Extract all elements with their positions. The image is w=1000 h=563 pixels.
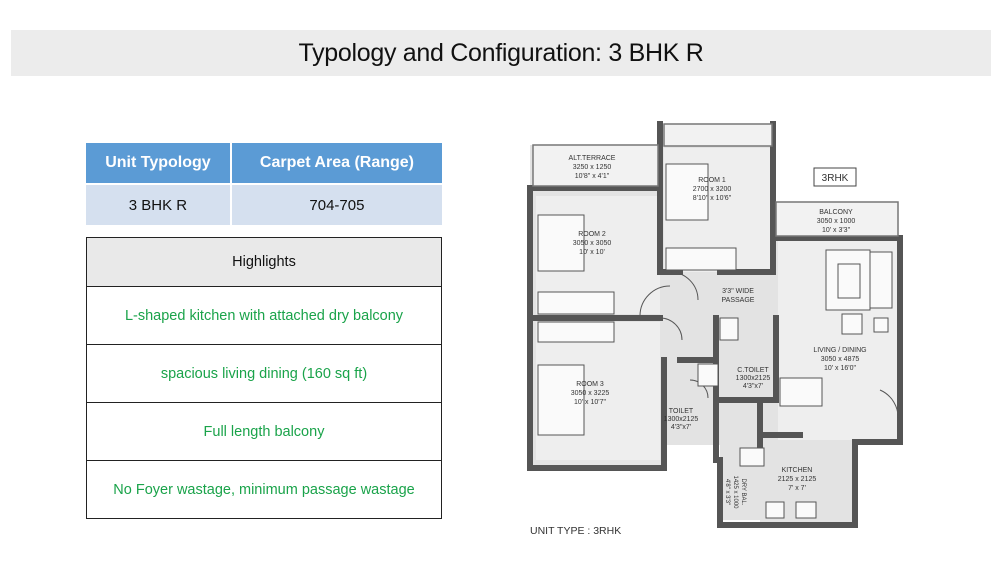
passage-label: 3'3" WIDE — [722, 288, 754, 295]
ctoilet-size: 1300x2125 — [736, 375, 771, 382]
plan-tag: 3RHK — [813, 167, 857, 187]
passage-label: PASSAGE — [722, 297, 755, 304]
highlight-row: L-shaped kitchen with attached dry balco… — [86, 286, 442, 345]
toilet-size-imperial: 4'3"x7' — [671, 424, 691, 431]
kitchen-label: KITCHEN — [782, 467, 813, 474]
highlight-row: No Foyer wastage, minimum passage wastag… — [86, 460, 442, 519]
typology-header-row: Unit Typology Carpet Area (Range) — [86, 143, 442, 184]
floor-plan: ALT.TERRACE 3250 x 1250 10'8" x 4'1" ROO… — [527, 121, 903, 537]
kitchen-size-imperial: 7' x 7' — [788, 485, 806, 492]
typology-table: Unit Typology Carpet Area (Range) 3 BHK … — [86, 143, 442, 225]
room2-size-imperial: 10' x 10' — [579, 249, 605, 256]
living-label: LIVING / DINING — [813, 347, 866, 354]
highlight-item: L-shaped kitchen with attached dry balco… — [86, 286, 442, 345]
room1-size: 2700 x 3200 — [693, 186, 732, 193]
drybal-size-imperial: 4'8" x 3'3" — [724, 479, 730, 505]
highlight-row: Full length balcony — [86, 402, 442, 461]
room3-size-imperial: 10' x 10'7" — [574, 399, 607, 406]
balcony-label: BALCONY — [819, 209, 853, 216]
typology-data-row: 3 BHK R 704-705 — [86, 183, 442, 225]
unit-type-label: UNIT TYPE : 3RHK — [530, 525, 621, 537]
highlights-table: Highlights L-shaped kitchen with attache… — [86, 237, 442, 519]
cell-unit-typology: 3 BHK R — [86, 183, 232, 225]
highlight-item: No Foyer wastage, minimum passage wastag… — [86, 460, 442, 519]
balcony-size: 3050 x 1000 — [817, 218, 856, 225]
alt-terrace-size: 3250 x 1250 — [573, 164, 612, 171]
header-unit-typology: Unit Typology — [86, 143, 232, 184]
balcony-size-imperial: 10' x 3'3" — [822, 227, 851, 234]
furniture — [537, 163, 893, 519]
room1-label: ROOM 1 — [698, 177, 726, 184]
open-areas — [532, 123, 899, 237]
toilet-size: 1300x2125 — [664, 416, 699, 423]
highlights-header-row: Highlights — [86, 237, 442, 287]
alt-terrace-size-imperial: 10'8" x 4'1" — [575, 173, 610, 180]
highlights-header: Highlights — [86, 237, 442, 287]
room2-label: ROOM 2 — [578, 231, 606, 238]
room3-size: 3050 x 3225 — [571, 390, 610, 397]
title-bar: Typology and Configuration: 3 BHK R — [11, 30, 991, 76]
living-size-imperial: 10' x 16'0" — [824, 365, 857, 372]
ctoilet-label: C.TOILET — [737, 367, 769, 374]
toilet-label: TOILET — [669, 408, 694, 415]
highlight-item: spacious living dining (160 sq ft) — [86, 344, 442, 403]
plan-tag-label: 3RHK — [822, 173, 849, 184]
drybal-label: DRY BAL. — [740, 478, 746, 505]
living-size: 3050 x 4875 — [821, 356, 860, 363]
highlight-item: Full length balcony — [86, 402, 442, 461]
drybal-size: 1425 x 1000 — [732, 475, 738, 509]
room3-label: ROOM 3 — [576, 381, 604, 388]
room2-size: 3050 x 3050 — [573, 240, 612, 247]
alt-terrace-label: ALT.TERRACE — [569, 155, 616, 162]
highlight-row: spacious living dining (160 sq ft) — [86, 344, 442, 403]
room1-size-imperial: 8'10" x 10'6" — [693, 195, 732, 202]
cell-carpet-area: 704-705 — [230, 183, 442, 225]
header-carpet-area: Carpet Area (Range) — [230, 143, 442, 184]
room-labels: ALT.TERRACE 3250 x 1250 10'8" x 4'1" ROO… — [569, 155, 867, 492]
kitchen-size: 2125 x 2125 — [778, 476, 817, 483]
page-title: Typology and Configuration: 3 BHK R — [298, 38, 704, 67]
dry-balcony-label: DRY BAL. 1425 x 1000 4'8" x 3'3" — [724, 475, 746, 509]
ctoilet-size-imperial: 4'3"x7' — [743, 383, 763, 390]
